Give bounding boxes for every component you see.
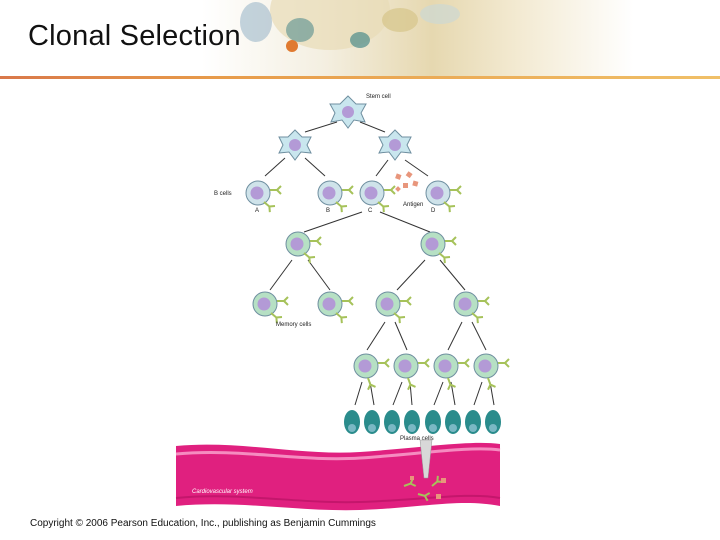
title-banner xyxy=(0,0,720,78)
blood-vessel xyxy=(175,442,501,511)
lineage-arrows xyxy=(264,121,495,406)
dividing-cell-3 xyxy=(433,353,470,391)
plasma-cell-8 xyxy=(485,410,501,434)
cell-a-label: A xyxy=(255,208,259,214)
plasma-cell-6 xyxy=(445,410,461,434)
dividing-cell-4 xyxy=(473,353,510,391)
plasma-cells-label: Plasma cells xyxy=(400,436,434,442)
plasma-cell-5 xyxy=(425,410,441,434)
plasma-cells xyxy=(344,410,501,434)
b-cell-c xyxy=(359,180,396,214)
memory-cell-1 xyxy=(252,291,289,325)
cell-d-label: D xyxy=(431,208,436,214)
proliferating-cell-2 xyxy=(453,291,490,325)
antigen-particles xyxy=(395,171,419,192)
dividing-cell-2 xyxy=(393,353,430,391)
antigen-label: Antigen xyxy=(403,202,423,208)
activated-cell-left xyxy=(285,231,322,265)
progenitor-cell-right xyxy=(378,129,412,161)
stem-cell xyxy=(329,95,367,129)
stem-cell-label: Stem cell xyxy=(366,94,391,100)
memory-cell-2 xyxy=(317,291,354,325)
cardiovascular-system-label: Cardiovascular system xyxy=(192,489,253,495)
plasma-cell-4 xyxy=(404,410,420,434)
progenitor-cell-left xyxy=(278,129,312,161)
cell-c-label: C xyxy=(368,208,373,214)
plasma-cell-1 xyxy=(344,410,360,434)
plasma-cell-2 xyxy=(364,410,380,434)
banner-underline xyxy=(0,76,720,79)
dividing-cell-1 xyxy=(353,353,390,391)
cell-b-label: B xyxy=(326,208,330,214)
copyright-notice: Copyright © 2006 Pearson Education, Inc.… xyxy=(30,518,376,529)
memory-cells-label: Memory cells xyxy=(276,322,311,328)
b-cell-d xyxy=(425,180,462,214)
banner-decoration xyxy=(240,0,460,52)
b-cells-label: B cells xyxy=(214,191,232,197)
antibody-release xyxy=(401,439,446,502)
activated-cell-right xyxy=(420,231,457,265)
b-cell-a xyxy=(245,180,282,214)
plasma-cell-3 xyxy=(384,410,400,434)
slide-title: Clonal Selection xyxy=(28,20,241,52)
b-cell-b xyxy=(317,180,354,214)
plasma-cell-7 xyxy=(465,410,481,434)
proliferating-cell-1 xyxy=(375,291,412,325)
